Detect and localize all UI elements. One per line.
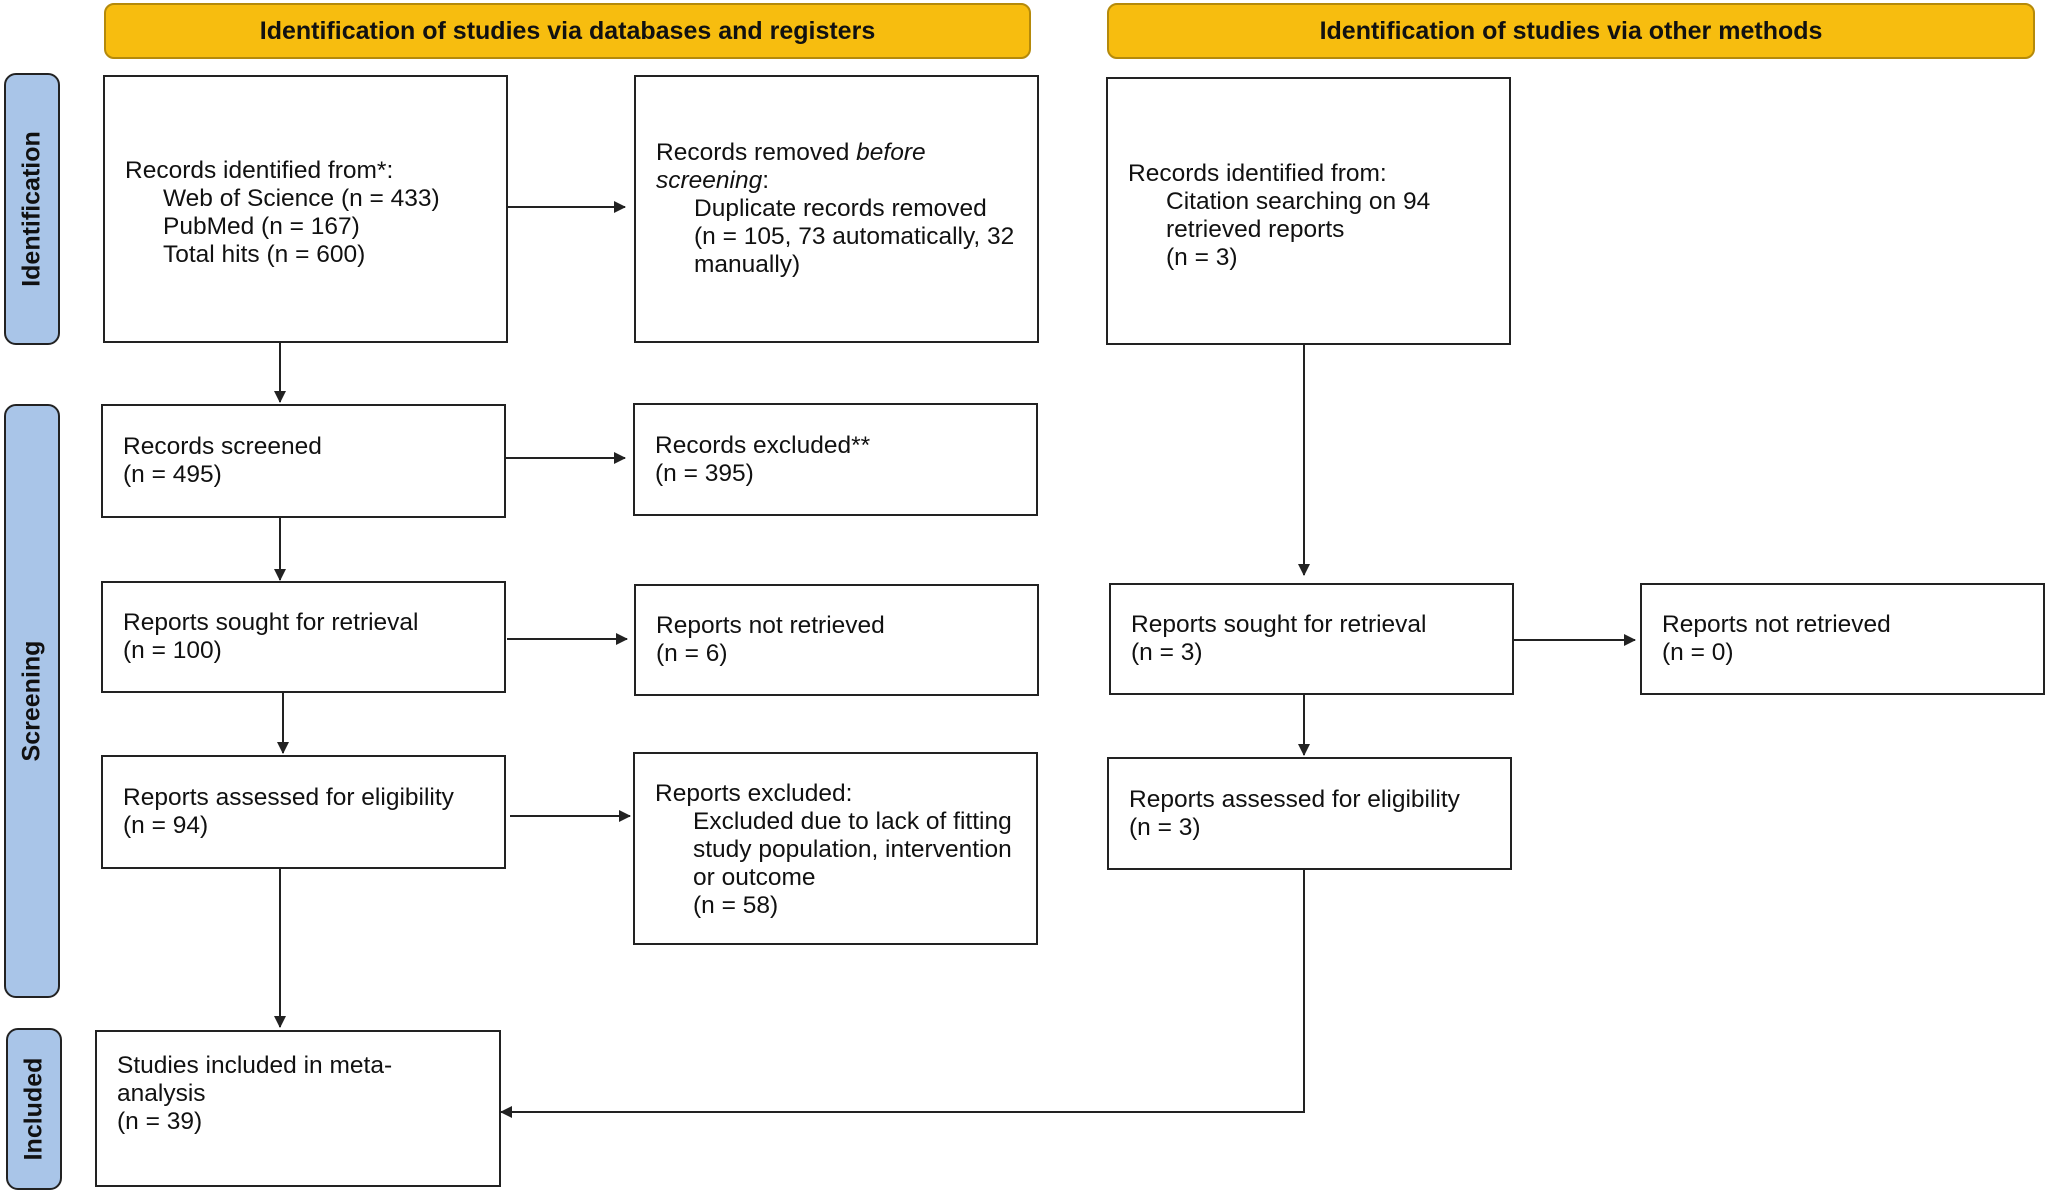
db-records-excluded-box: Records excluded** (n = 395) [633, 403, 1038, 516]
db-identified-line1: Records identified from*: [125, 157, 394, 184]
db-screened-label: Records screened [123, 433, 322, 460]
other-assessed-label: Reports assessed for eligibility [1129, 785, 1460, 813]
db-not-retrieved-label: Reports not retrieved [656, 612, 885, 639]
db-records-removed-box: Records removed before screening: Duplic… [634, 75, 1039, 343]
other-sought-label: Reports sought for retrieval [1131, 611, 1427, 638]
db-not-retrieved-count: (n = 6) [656, 640, 728, 667]
db-reports-excluded-count: (n = 58) [693, 892, 779, 919]
db-assessed-label: Reports assessed for eligibility [123, 784, 454, 811]
db-removed-line2: screening: [656, 167, 1017, 195]
db-removed-counts: (n = 105, 73 automatically, 32 [694, 223, 1015, 250]
included-line2: analysis [117, 1080, 206, 1107]
included-line1: Studies included in meta- [117, 1052, 393, 1079]
db-removed-line1-text: Records removed [656, 139, 857, 166]
db-reports-excluded-line2: Excluded due to lack of fitting [693, 808, 1012, 835]
db-excluded-label: Records excluded** [655, 431, 871, 459]
phase-included: Included [6, 1028, 62, 1190]
other-assessed-count: (n = 3) [1129, 813, 1201, 841]
phase-screening: Screening [4, 404, 60, 998]
other-identified-line2: Citation searching on 94 [1166, 188, 1431, 215]
other-reports-sought-box: Reports sought for retrieval (n = 3) [1109, 583, 1514, 695]
db-removed-line2-italic: screening [656, 167, 763, 194]
phase-identification: Identification [4, 73, 60, 345]
db-removed-line1: Records removed before [656, 139, 1017, 167]
db-reports-excluded-line1: Reports excluded: [655, 780, 853, 807]
db-reports-assessed-box: Reports assessed for eligibility (n = 94… [101, 755, 506, 869]
db-reports-excluded-box: Reports excluded: Excluded due to lack o… [633, 752, 1038, 945]
arrow-other-assessed-to-included [500, 870, 1305, 1118]
other-identified-line3: retrieved reports [1166, 216, 1345, 243]
db-removed-manually: manually) [694, 251, 801, 278]
other-identified-line1: Records identified from: [1128, 160, 1387, 187]
db-identified-wos: Web of Science (n = 433) [163, 185, 440, 212]
other-reports-assessed-box: Reports assessed for eligibility (n = 3) [1107, 757, 1512, 870]
other-not-retrieved-count: (n = 0) [1662, 639, 1734, 666]
db-removed-line2-text: : [762, 167, 770, 194]
other-sought-count: (n = 3) [1131, 639, 1203, 666]
header-databases: Identification of studies via databases … [104, 3, 1031, 59]
db-identified-total: Total hits (n = 600) [163, 241, 366, 268]
db-reports-excluded-line3: study population, intervention [693, 836, 1012, 863]
db-records-identified-box: Records identified from*: Web of Science… [103, 75, 508, 343]
header-other-label: Identification of studies via other meth… [1319, 16, 1823, 45]
header-other-methods: Identification of studies via other meth… [1107, 3, 2035, 59]
db-assessed-count: (n = 94) [123, 812, 209, 839]
db-identified-pubmed: PubMed (n = 167) [163, 213, 360, 240]
db-reports-not-retrieved-box: Reports not retrieved (n = 6) [634, 584, 1039, 696]
db-records-screened-box: Records screened (n = 495) [101, 404, 506, 518]
included-count: (n = 39) [117, 1108, 203, 1135]
db-reports-sought-box: Reports sought for retrieval (n = 100) [101, 581, 506, 693]
studies-included-box: Studies included in meta- analysis (n = … [95, 1030, 501, 1187]
other-identified-count: (n = 3) [1166, 244, 1238, 271]
other-records-identified-box: Records identified from: Citation search… [1106, 77, 1511, 345]
db-removed-duplicates: Duplicate records removed [694, 195, 987, 222]
other-not-retrieved-label: Reports not retrieved [1662, 611, 1891, 638]
db-sought-count: (n = 100) [123, 637, 222, 664]
db-sought-label: Reports sought for retrieval [123, 609, 419, 636]
other-reports-not-retrieved-box: Reports not retrieved (n = 0) [1640, 583, 2045, 695]
header-databases-label: Identification of studies via databases … [259, 16, 876, 45]
db-screened-count: (n = 495) [123, 461, 222, 488]
db-removed-line1-italic: before [856, 139, 926, 166]
db-excluded-count: (n = 395) [655, 459, 754, 487]
db-reports-excluded-line4: or outcome [693, 864, 816, 891]
